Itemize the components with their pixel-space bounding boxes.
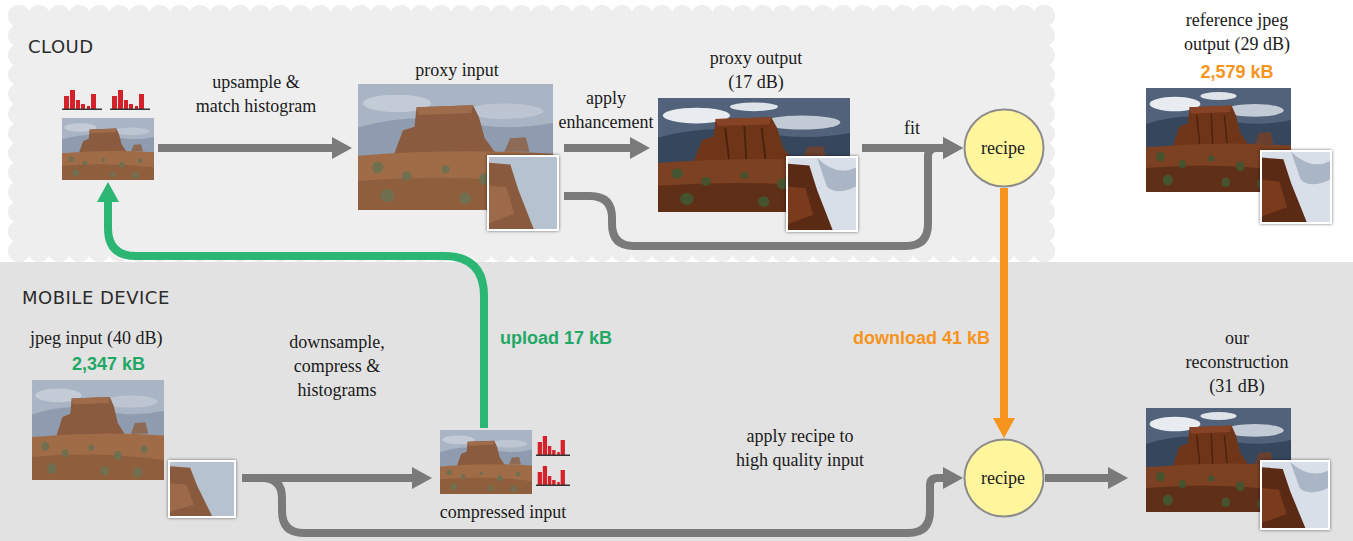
connector: [242, 467, 963, 533]
arrowhead: [943, 137, 963, 159]
connector: [1045, 467, 1128, 489]
connector: [862, 137, 963, 159]
detail-inset: [1260, 150, 1332, 224]
connector: [158, 137, 352, 159]
image-caption: proxy input: [352, 58, 562, 82]
connector-line: [242, 478, 945, 533]
detail-inset: [168, 460, 236, 518]
cloud-region: CLOUD proxy input proxy output (17 dB) reci…: [8, 5, 1055, 262]
file-size: 2,347 kB: [72, 352, 202, 376]
histogram: [536, 464, 570, 486]
histogram: [536, 434, 570, 456]
node-label: recipe: [963, 136, 1043, 160]
image-panel: reference jpeg output (29 dB) 2,579 kB: [1128, 8, 1346, 226]
image-caption: jpeg input (40 dB): [30, 326, 230, 350]
connector: [564, 137, 650, 159]
photo: [32, 380, 164, 480]
image-caption: compressed input: [432, 500, 574, 524]
edge-label: download 41 kB: [830, 326, 990, 350]
image-panel: proxy input: [352, 58, 564, 234]
edge-label: downsample, compress & histograms: [282, 330, 392, 402]
arrowhead: [97, 182, 119, 202]
connector-line: [1000, 188, 1008, 420]
arrowhead: [332, 137, 352, 159]
edge-label: upsample & match histogram: [190, 70, 322, 118]
image-panel: proxy output (17 dB): [650, 46, 862, 236]
connector: [993, 188, 1015, 438]
edge-label: fit: [890, 116, 934, 140]
photo: [62, 118, 154, 180]
image-caption: proxy output (17 dB): [696, 46, 816, 94]
region-title: CLOUD: [28, 35, 168, 59]
recipe-circle: recipe: [963, 438, 1045, 518]
edge-label: upload 17 kB: [500, 326, 660, 350]
arrowhead: [943, 137, 963, 159]
arrowhead: [1108, 467, 1128, 489]
histogram: [62, 88, 102, 110]
node-label: recipe: [963, 466, 1043, 490]
detail-inset: [487, 155, 559, 231]
image-panel: jpeg input (40 dB)2,347 kB: [22, 326, 242, 522]
connector-line: [158, 144, 334, 152]
arrowhead: [943, 467, 963, 489]
image-caption: reference jpeg output (29 dB): [1167, 8, 1307, 56]
connector-line: [564, 144, 632, 152]
image-caption: our reconstruction (31 dB): [1177, 326, 1297, 398]
detail-inset: [786, 156, 858, 232]
edge-label: apply recipe to high quality input: [731, 424, 869, 472]
file-size: 2,579 kB: [1152, 60, 1322, 84]
photo: [440, 430, 532, 494]
histogram: [110, 88, 150, 110]
connector-line: [1045, 474, 1110, 482]
connector-line: [564, 148, 945, 246]
edge-label: apply enhancement: [556, 86, 656, 134]
region-title: MOBILE DEVICE: [22, 286, 242, 310]
image-panel: compressed input: [432, 428, 576, 526]
device-region: MOBILE DEVICE jpeg input (40 dB)2,347 kB c…: [0, 262, 1353, 541]
image-panel: [58, 86, 158, 182]
arrowhead: [630, 137, 650, 159]
connector: [564, 137, 963, 246]
connector-line: [108, 200, 484, 428]
detail-inset: [1260, 460, 1330, 530]
arrowhead: [993, 418, 1015, 438]
image-panel: our reconstruction (31 dB): [1128, 326, 1346, 532]
recipe-circle: recipe: [963, 108, 1045, 188]
connector: [97, 182, 484, 428]
arrowhead: [412, 467, 432, 489]
